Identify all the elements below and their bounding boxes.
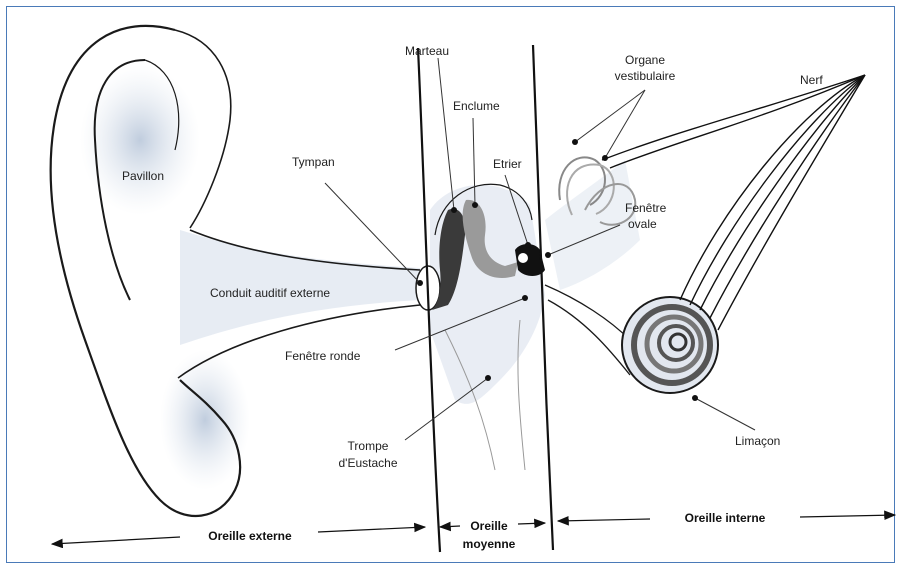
marteau-pointer — [451, 207, 457, 213]
label-organe-2: vestibulaire — [615, 69, 676, 83]
label-pavillon: Pavillon — [122, 169, 164, 183]
label-fenetre-ronde: Fenêtre ronde — [285, 349, 361, 363]
middle-ear — [416, 184, 545, 470]
limacon-pointer — [692, 395, 698, 401]
trompe-pointer — [485, 375, 491, 381]
pinna-shading-lobe — [160, 350, 250, 490]
label-marteau: Marteau — [405, 44, 449, 58]
pinna-shading-upper — [80, 65, 200, 215]
label-organe-1: Organe — [625, 53, 665, 67]
region-oreille-externe: Oreille externe — [208, 529, 292, 543]
organe-pointer-1 — [572, 139, 578, 145]
fenetre-ronde-pointer — [522, 295, 528, 301]
label-etrier: Etrier — [493, 157, 522, 171]
region-oreille-interne: Oreille interne — [685, 511, 766, 525]
fenetre-ovale-pointer — [545, 252, 551, 258]
label-limacon: Limaçon — [735, 434, 780, 448]
region-oreille-moyenne-2: moyenne — [463, 537, 516, 551]
label-tympan: Tympan — [292, 155, 335, 169]
label-conduit: Conduit auditif externe — [210, 286, 330, 300]
label-nerf: Nerf — [800, 73, 823, 87]
label-enclume: Enclume — [453, 99, 500, 113]
vestibule-cochlea-bottom — [548, 300, 630, 375]
inner-ear — [545, 75, 865, 393]
label-trompe-2: d'Eustache — [339, 456, 398, 470]
label-fenetre-ovale-1: Fenêtre — [625, 201, 667, 215]
region-oreille-moyenne-1: Oreille — [470, 519, 508, 533]
etrier-hole — [518, 253, 528, 263]
vestibule-shading — [545, 160, 640, 290]
etrier-pointer — [525, 242, 531, 248]
label-fenetre-ovale-2: ovale — [628, 217, 657, 231]
organe-pointer-2 — [602, 155, 608, 161]
vestibule-cochlea-top — [545, 285, 630, 340]
limacon-spiral — [622, 297, 718, 393]
label-trompe-1: Trompe — [348, 439, 389, 453]
enclume-pointer — [472, 202, 478, 208]
tympan-pointer — [417, 280, 423, 286]
